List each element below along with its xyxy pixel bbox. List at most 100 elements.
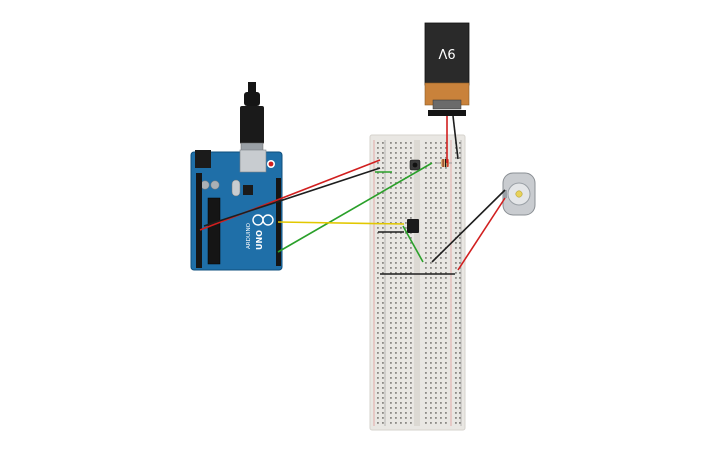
breadboard-hole	[390, 352, 392, 354]
breadboard-hole	[382, 392, 384, 394]
breadboard-hole	[455, 397, 457, 399]
breadboard-hole	[400, 382, 402, 384]
breadboard-hole	[440, 357, 442, 359]
breadboard-hole	[410, 357, 412, 359]
breadboard-hole	[430, 312, 432, 314]
breadboard-hole	[435, 407, 437, 409]
breadboard-hole	[430, 322, 432, 324]
breadboard-hole	[445, 172, 447, 174]
breadboard-hole	[395, 257, 397, 259]
wire-arduino-gnd[interactable]	[203, 167, 381, 227]
breadboard-hole	[455, 202, 457, 204]
breadboard-hole	[430, 152, 432, 154]
breadboard-hole	[455, 167, 457, 169]
breadboard-hole	[435, 252, 437, 254]
breadboard-hole	[425, 397, 427, 399]
breadboard-hole	[405, 207, 407, 209]
breadboard-hole	[455, 297, 457, 299]
breadboard-hole	[445, 182, 447, 184]
breadboard-hole	[435, 382, 437, 384]
breadboard-hole	[425, 387, 427, 389]
breadboard-hole	[400, 152, 402, 154]
breadboard-hole	[455, 287, 457, 289]
breadboard-hole	[440, 157, 442, 159]
breadboard-hole	[425, 382, 427, 384]
breadboard-hole	[435, 317, 437, 319]
breadboard-hole	[395, 292, 397, 294]
breadboard-hole	[382, 297, 384, 299]
breadboard-hole	[435, 282, 437, 284]
wire-yellow-signal[interactable]	[277, 221, 405, 225]
breadboard-hole	[382, 182, 384, 184]
breadboard-hole	[390, 232, 392, 234]
breadboard-hole	[445, 362, 447, 364]
breadboard-hole	[425, 152, 427, 154]
breadboard-hole	[400, 372, 402, 374]
breadboard[interactable]	[369, 134, 466, 431]
breadboard-hole	[400, 237, 402, 239]
breadboard-hole	[377, 347, 379, 349]
breadboard-hole	[440, 367, 442, 369]
wire-motor-red[interactable]	[457, 197, 506, 271]
breadboard-hole	[377, 297, 379, 299]
breadboard-hole	[435, 417, 437, 419]
breadboard-hole	[445, 157, 447, 159]
breadboard-hole	[377, 317, 379, 319]
breadboard-hole	[405, 217, 407, 219]
breadboard-hole	[400, 342, 402, 344]
breadboard-hole	[445, 327, 447, 329]
wire-battery-negative[interactable]	[452, 115, 459, 160]
breadboard-hole	[459, 272, 461, 274]
breadboard-hole	[400, 412, 402, 414]
breadboard-hole	[435, 237, 437, 239]
breadboard-hole	[459, 172, 461, 174]
breadboard-hole	[455, 192, 457, 194]
dc-motor[interactable]	[502, 172, 536, 216]
wire-green-transistor[interactable]	[402, 225, 424, 263]
breadboard-hole	[455, 387, 457, 389]
breadboard-hole	[425, 227, 427, 229]
breadboard-hole	[400, 272, 402, 274]
breadboard-hole	[459, 277, 461, 279]
breadboard-hole	[400, 397, 402, 399]
battery-9v[interactable]: 9V	[424, 22, 470, 116]
wire-arduino-5v[interactable]	[199, 159, 381, 231]
wire-green-signal[interactable]	[277, 162, 433, 253]
breadboard-hole	[400, 192, 402, 194]
breadboard-hole	[435, 157, 437, 159]
breadboard-hole	[459, 142, 461, 144]
breadboard-hole	[435, 272, 437, 274]
breadboard-hole	[377, 177, 379, 179]
transistor[interactable]	[407, 219, 419, 233]
breadboard-hole	[430, 197, 432, 199]
breadboard-hole	[435, 192, 437, 194]
breadboard-hole	[425, 222, 427, 224]
breadboard-hole	[459, 347, 461, 349]
breadboard-hole	[435, 302, 437, 304]
breadboard-hole	[377, 422, 379, 424]
breadboard-hole	[425, 262, 427, 264]
breadboard-hole	[425, 297, 427, 299]
breadboard-hole	[435, 142, 437, 144]
breadboard-hole	[430, 337, 432, 339]
pushbutton[interactable]	[409, 159, 421, 171]
arduino-board[interactable]: ARDUINO UNO	[190, 82, 283, 271]
breadboard-hole	[410, 422, 412, 424]
breadboard-hole	[430, 177, 432, 179]
breadboard-hole	[410, 382, 412, 384]
breadboard-hole	[395, 157, 397, 159]
breadboard-hole	[410, 392, 412, 394]
breadboard-hole	[382, 387, 384, 389]
breadboard-hole	[435, 347, 437, 349]
breadboard-hole	[405, 227, 407, 229]
wire-motor-black[interactable]	[431, 189, 506, 263]
breadboard-hole	[430, 297, 432, 299]
breadboard-hole	[459, 177, 461, 179]
breadboard-hole	[459, 232, 461, 234]
breadboard-hole	[382, 197, 384, 199]
breadboard-hole	[459, 307, 461, 309]
breadboard-hole	[410, 277, 412, 279]
breadboard-hole	[377, 267, 379, 269]
breadboard-hole	[405, 352, 407, 354]
breadboard-hole	[382, 167, 384, 169]
